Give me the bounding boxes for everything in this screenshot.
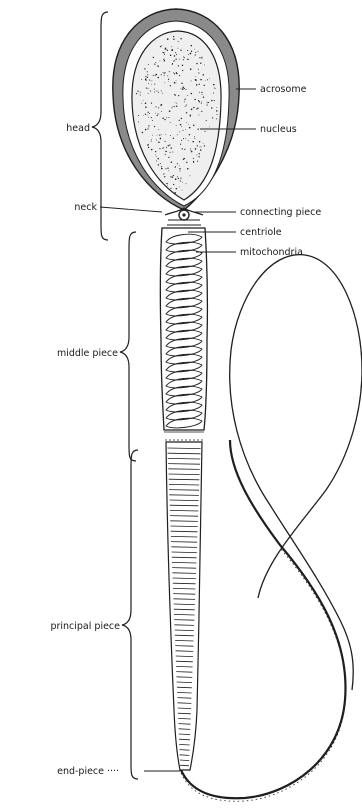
brace-principal-piece <box>122 450 138 779</box>
label-acrosome: acrosome <box>260 84 307 95</box>
end-piece-dots: ···· <box>107 766 119 777</box>
label-principal-piece: principal piece <box>50 621 120 632</box>
label-end-piece: end-piece <box>57 766 104 777</box>
neck-region <box>165 208 203 225</box>
leader-neck <box>100 207 162 212</box>
label-neck: neck <box>74 202 97 213</box>
middle-piece <box>160 228 207 440</box>
label-middle-piece: middle piece <box>57 348 118 359</box>
brace-middle-piece <box>120 232 136 461</box>
label-head: head <box>66 123 90 134</box>
label-centriole: centriole <box>240 227 282 238</box>
principal-piece <box>166 442 202 770</box>
flagellum-loop-line <box>230 255 362 690</box>
right-labels: acrosome nucleus connecting piece centri… <box>240 84 321 258</box>
label-mitochondria: mitochondria <box>240 247 303 258</box>
label-connecting-piece: connecting piece <box>240 207 321 218</box>
label-nucleus: nucleus <box>260 124 297 135</box>
principal-piece-sheath <box>166 442 202 770</box>
sperm-head <box>113 9 239 210</box>
flagellum-loop <box>230 255 362 690</box>
left-labels: head neck middle piece principal piece e… <box>50 123 120 777</box>
